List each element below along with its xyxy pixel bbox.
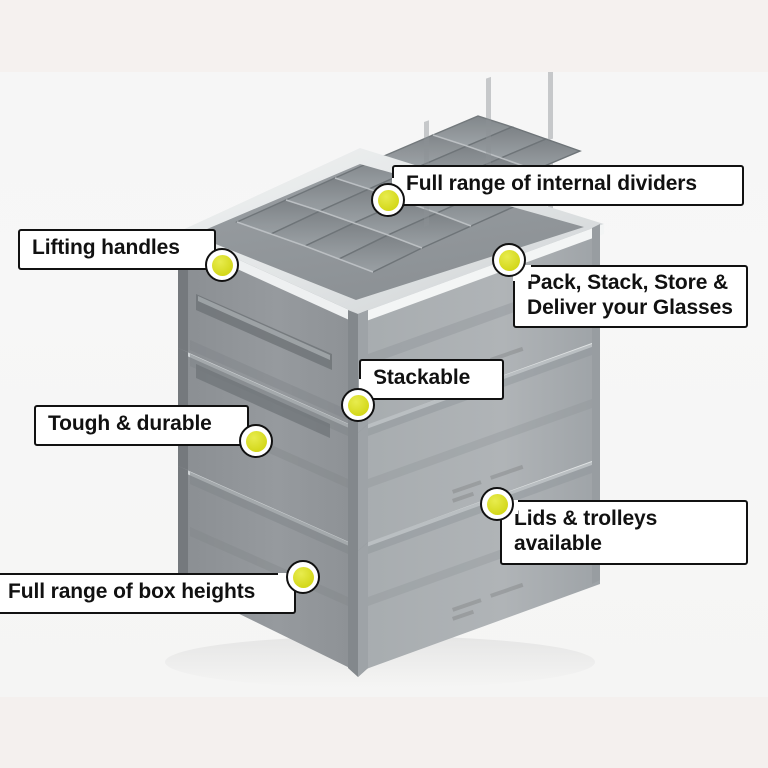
- top-background-band: [0, 0, 768, 72]
- callout-dot-lifting-handles[interactable]: [205, 248, 239, 282]
- callout-label-internal-dividers: Full range of internal dividers: [392, 165, 744, 206]
- callout-label-box-heights: Full range of box heights: [0, 573, 296, 614]
- callout-label-lids-trolleys: Lids & trolleys available: [500, 500, 748, 566]
- callout-dot-internal-dividers[interactable]: [371, 183, 405, 217]
- callout-dot-lids-trolleys[interactable]: [480, 487, 514, 521]
- callout-dot-box-heights[interactable]: [286, 560, 320, 594]
- callout-dot-tough-durable[interactable]: [239, 424, 273, 458]
- callout-label-stackable: Stackable: [359, 359, 504, 400]
- callout-dot-stackable[interactable]: [341, 388, 375, 422]
- callout-label-tough-durable: Tough & durable: [34, 405, 249, 446]
- bottom-background-band: [0, 697, 768, 768]
- callout-label-lifting-handles: Lifting handles: [18, 229, 216, 270]
- callout-dot-pack-stack-store[interactable]: [492, 243, 526, 277]
- callout-label-pack-stack-store: Pack, Stack, Store & Deliver your Glasse…: [513, 265, 748, 329]
